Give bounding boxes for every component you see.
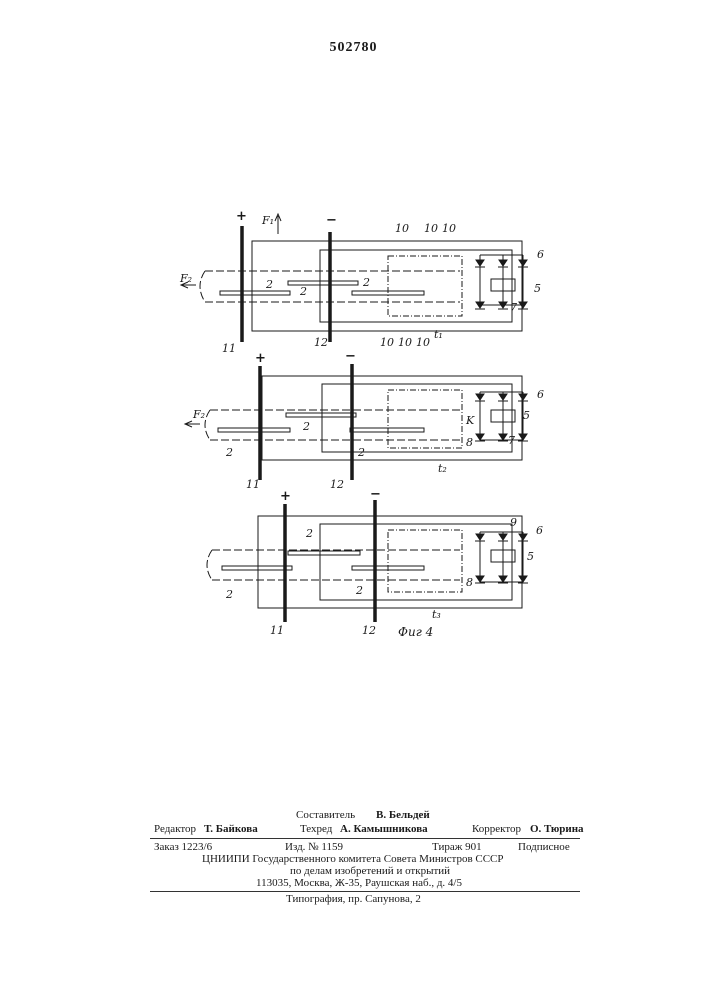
force1-label: F₁ xyxy=(261,214,274,227)
minus-sign-3: − xyxy=(370,487,381,502)
contact-2b-1 xyxy=(288,281,358,285)
label-10-1f: 10 xyxy=(416,336,430,349)
diagram-t1: + − F₁ F₂ 2 2 2 10 10 10 6 5 7 11 12 10 … xyxy=(179,209,544,355)
diodes-2 xyxy=(475,394,528,441)
contact-2a-2 xyxy=(218,428,290,432)
diagram-t2: + − F₂ 2 2 2 K 6 5 8 7 11 12 t₂ xyxy=(185,349,544,491)
force2-arrow-2 xyxy=(185,421,200,427)
label-2-3c: 2 xyxy=(355,584,363,597)
label-10-1b: 10 xyxy=(424,222,438,235)
bridge-wires-2 xyxy=(480,392,523,440)
label-2-2c: 2 xyxy=(357,446,365,459)
contact-2a-3 xyxy=(222,566,292,570)
time-label-t3: t₃ xyxy=(432,608,441,621)
label-2-1b: 2 xyxy=(299,285,307,298)
label-10-1c: 10 xyxy=(442,222,456,235)
label-2-1c: 2 xyxy=(362,276,370,289)
label-7-1: 7 xyxy=(510,301,517,314)
label-2-3b: 2 xyxy=(225,588,233,601)
frame-inner-2 xyxy=(388,390,462,448)
bridge-wires-3 xyxy=(480,532,523,582)
force2-label-1: F₂ xyxy=(179,272,192,285)
label-12-2: 12 xyxy=(330,478,344,491)
frame-outer-2 xyxy=(262,376,522,460)
frame-inner-3 xyxy=(388,530,462,592)
label-11-1: 11 xyxy=(222,342,236,355)
time-label-t1: t₁ xyxy=(434,328,443,341)
label-5-3: 5 xyxy=(527,550,534,563)
carriage-2 xyxy=(205,410,460,440)
label-k: K xyxy=(465,414,475,427)
label-12-1: 12 xyxy=(314,336,328,349)
contact-2b-3 xyxy=(288,551,360,555)
contact-2c-2 xyxy=(350,428,424,432)
time-label-t2: t₂ xyxy=(438,462,447,475)
label-5-2: 5 xyxy=(523,409,530,422)
frame-inner-1 xyxy=(388,256,462,316)
label-10-1d: 10 xyxy=(380,336,394,349)
force1-arrow xyxy=(275,214,281,234)
label-11-2: 11 xyxy=(246,478,260,491)
label-2-2a: 2 xyxy=(225,446,233,459)
plus-sign-1: + xyxy=(236,209,247,224)
label-2-2b: 2 xyxy=(302,420,310,433)
minus-sign-1: − xyxy=(326,213,337,228)
label-10-1a: 10 xyxy=(395,222,409,235)
diagram-t3: + − 2 2 2 9 6 5 8 11 12 t₃ Фиг 4 xyxy=(207,487,543,639)
label-8-2: 8 xyxy=(466,436,473,449)
label-9-3: 9 xyxy=(510,516,517,529)
label-2-1a: 2 xyxy=(265,278,273,291)
label-12-3: 12 xyxy=(362,624,376,637)
figure-caption: Фиг 4 xyxy=(398,625,433,639)
label-10-1e: 10 xyxy=(398,336,412,349)
contact-2a-1 xyxy=(220,291,290,295)
plus-sign-3: + xyxy=(280,489,291,504)
label-2-3a: 2 xyxy=(305,527,313,540)
force2-label-2: F₂ xyxy=(192,408,205,421)
label-11-3: 11 xyxy=(270,624,284,637)
diodes-1 xyxy=(475,260,528,309)
label-6-3: 6 xyxy=(536,524,543,537)
label-6-1: 6 xyxy=(537,248,544,261)
label-5-1: 5 xyxy=(534,282,541,295)
plus-sign-2: + xyxy=(255,351,266,366)
label-6-2: 6 xyxy=(537,388,544,401)
label-7-2: 7 xyxy=(508,434,515,447)
contact-2b-2 xyxy=(286,413,356,417)
label-8-3: 8 xyxy=(466,576,473,589)
minus-sign-2: − xyxy=(345,349,356,364)
diodes-3 xyxy=(475,534,528,583)
